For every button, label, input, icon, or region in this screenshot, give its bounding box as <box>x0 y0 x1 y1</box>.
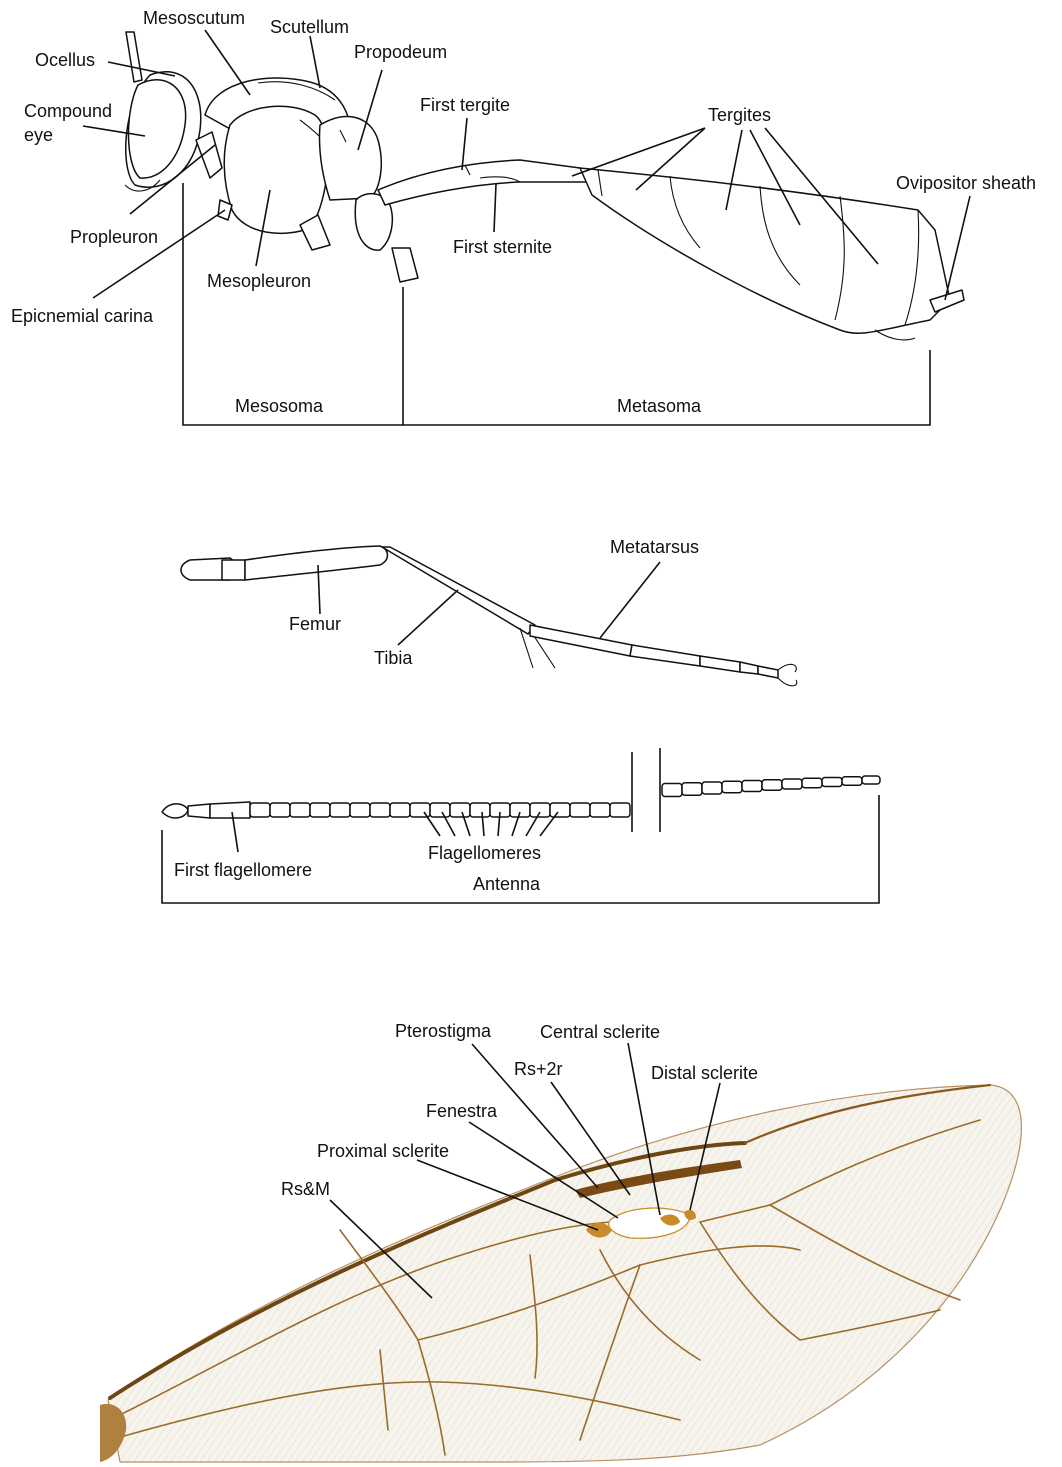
central-sclerite-label: Central sclerite <box>540 1022 660 1042</box>
first-flagellomere-label: First flagellomere <box>174 860 312 880</box>
fenestra-label: Fenestra <box>426 1101 498 1121</box>
flagellomere-segment <box>722 781 742 793</box>
flagellomere-segment <box>510 803 530 817</box>
mesoscutum-label: Mesoscutum <box>143 8 245 28</box>
flagellomere-segment <box>410 803 430 817</box>
first-tergite-label: First tergite <box>420 95 510 115</box>
flagellomere-segment <box>370 803 390 817</box>
flagellomere-segment <box>662 784 682 797</box>
flagellomere-segment <box>742 781 762 792</box>
tergites-label: Tergites <box>708 105 771 125</box>
antenna-labels: First flagellomere Flagellomeres Antenna <box>174 843 541 894</box>
wing-panel <box>100 1085 1021 1462</box>
propleuron-label: Propleuron <box>70 227 158 247</box>
flagellomere-segment <box>450 803 470 817</box>
distal-sclerite-label: Distal sclerite <box>651 1063 758 1083</box>
epicnemial-carina-label: Epicnemial carina <box>11 306 154 326</box>
flagellomere-segment <box>530 803 550 817</box>
metasoma-drawing <box>580 168 950 333</box>
ocellus-label: Ocellus <box>35 50 95 70</box>
flagellomere-segment <box>682 783 702 796</box>
rs2r-label: Rs+2r <box>514 1059 563 1079</box>
flagellomere-segment <box>430 803 450 817</box>
first-tergite-drawing <box>378 160 592 205</box>
flagellomeres-label: Flagellomeres <box>428 843 541 863</box>
mesopleuron-label: Mesopleuron <box>207 271 311 291</box>
flagellomere-segment <box>250 803 270 817</box>
leg-panel <box>181 546 797 686</box>
antenna-base-drawing <box>126 32 142 82</box>
flagellomere-segment <box>270 803 290 817</box>
body-panel <box>125 32 964 340</box>
flagellomere-segment <box>590 803 610 817</box>
metasoma-label: Metasoma <box>617 396 702 416</box>
tibia-drawing <box>382 547 535 634</box>
first-flagellomere-drawing <box>210 802 250 818</box>
flagellomere-segment <box>842 777 862 786</box>
flagellomere-segment <box>330 803 350 817</box>
ovipositor-sheath-label: Ovipositor sheath <box>896 173 1036 193</box>
flagellomere-segment <box>802 778 822 788</box>
scutellum-label: Scutellum <box>270 17 349 37</box>
compound-eye-label-line2: eye <box>24 125 53 145</box>
propodeum-drawing <box>319 117 381 200</box>
pterostigma-label: Pterostigma <box>395 1021 492 1041</box>
antenna-panel <box>162 748 880 832</box>
metatarsus-label: Metatarsus <box>610 537 699 557</box>
mesopleuron-drawing <box>224 106 328 233</box>
flagellomere-segment <box>290 803 310 817</box>
femur-drawing <box>245 546 388 580</box>
flagellomere-segment <box>470 803 490 817</box>
mesosoma-label: Mesosoma <box>235 396 324 416</box>
scape-drawing <box>162 804 188 818</box>
flagellomere-segments-distal <box>662 776 880 797</box>
flagellomere-segment <box>550 803 570 817</box>
flagellomere-segment <box>570 803 590 817</box>
flagellomere-segment <box>350 803 370 817</box>
flagellomere-segment <box>862 776 880 784</box>
propodeum-label: Propodeum <box>354 42 447 62</box>
metatarsus-drawing <box>530 625 632 656</box>
proximal-sclerite-label: Proximal sclerite <box>317 1141 449 1161</box>
rsm-label: Rs&M <box>281 1179 330 1199</box>
flagellomere-segments <box>250 803 630 817</box>
flagellomere-segment <box>310 803 330 817</box>
flagellomere-segment <box>610 803 630 817</box>
flagellomere-segment <box>762 780 782 791</box>
tibia-label: Tibia <box>374 648 413 668</box>
antenna-label: Antenna <box>473 874 541 894</box>
flagellomere-segment <box>822 778 842 787</box>
femur-label: Femur <box>289 614 341 634</box>
flagellomere-segment <box>390 803 410 817</box>
first-sternite-label: First sternite <box>453 237 552 257</box>
compound-eye-label: Compound <box>24 101 112 121</box>
flagellomere-segment <box>702 782 722 794</box>
flagellomere-segment <box>782 779 802 789</box>
